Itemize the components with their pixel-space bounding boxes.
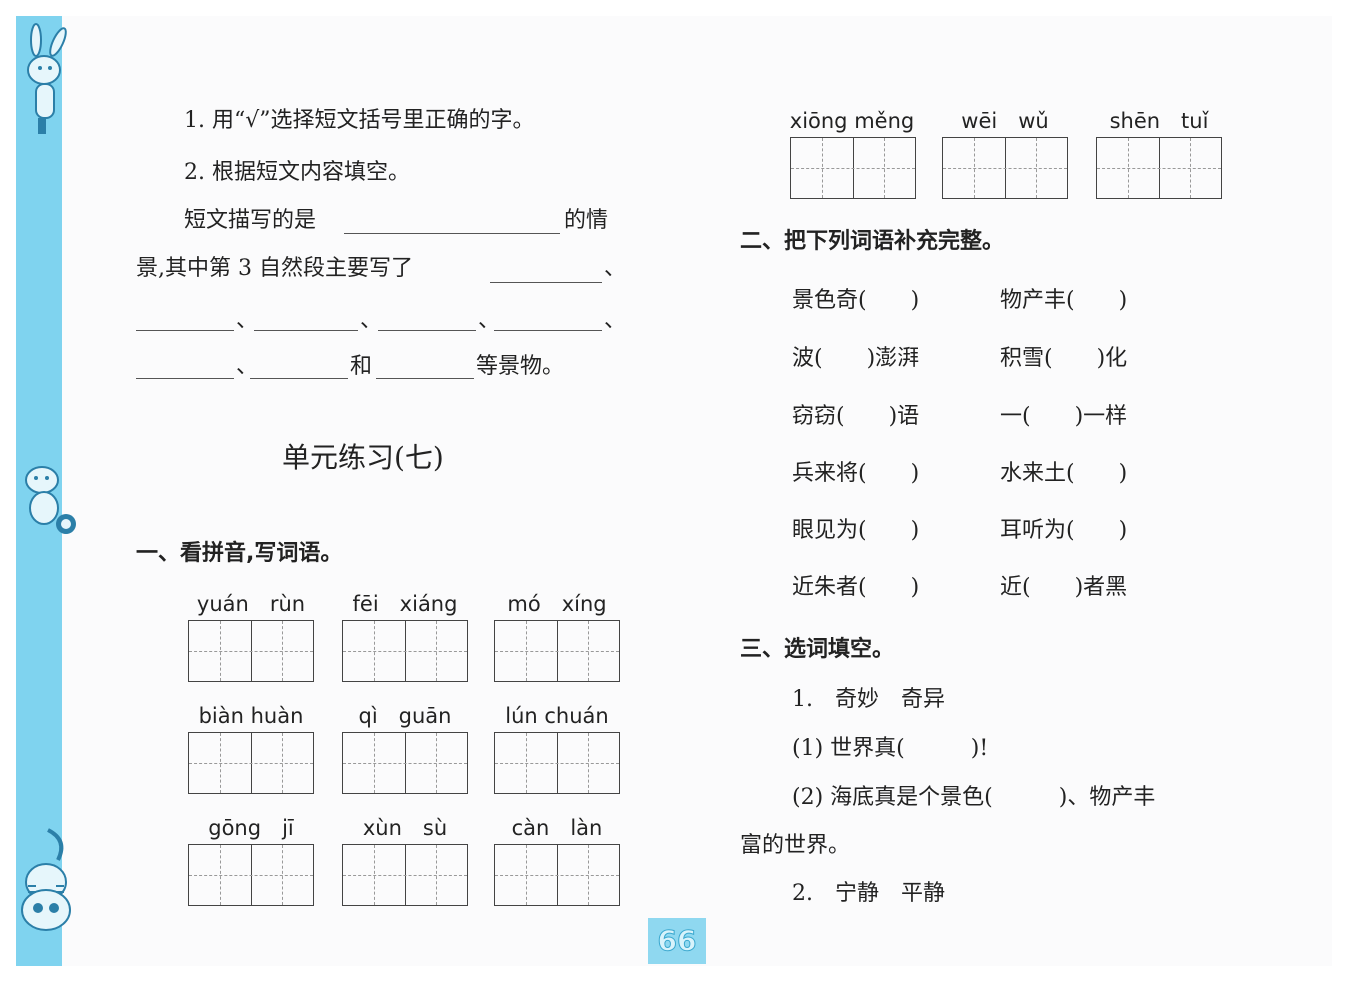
pinyin-label: biàn huàn [198, 704, 304, 728]
answer-blank[interactable] [376, 378, 474, 379]
writing-grid[interactable] [494, 732, 620, 794]
pinyin-label: gōng jī [208, 816, 294, 840]
idiom-item: 近( )者黑 [1000, 575, 1128, 600]
answer-blank[interactable] [250, 378, 348, 379]
page-number: 66 [648, 918, 706, 964]
word-choice-2: 2. 宁静 平静 [792, 881, 945, 906]
writing-grid[interactable] [942, 137, 1068, 199]
fill-text-1a: 短文描写的是 [184, 208, 317, 233]
squirrel-mascot-icon [25, 466, 76, 534]
writing-grid[interactable] [188, 732, 314, 794]
fill-text-1b: 的情 [564, 208, 609, 233]
pinyin-label: fēi xiáng [352, 592, 458, 616]
idiom-item: 景色奇( ) [792, 288, 920, 313]
pinyin-label: shēn tuǐ [1109, 109, 1209, 133]
answer-blank[interactable] [490, 282, 602, 283]
separator: 、 [360, 308, 383, 333]
fill-end: 等景物。 [476, 354, 565, 379]
writing-grid[interactable] [790, 137, 916, 199]
idiom-item: 物产丰( ) [1000, 288, 1128, 313]
idiom-item: 兵来将( ) [792, 461, 920, 486]
writing-grid[interactable] [342, 732, 468, 794]
instruction-2: 2. 根据短文内容填空。 [184, 160, 410, 185]
idiom-item: 一( )一样 [1000, 404, 1128, 429]
writing-grid[interactable] [1096, 137, 1222, 199]
tiger-mascot-icon [21, 828, 71, 931]
separator: 、 [478, 308, 501, 333]
idiom-item: 积雪( )化 [1000, 346, 1128, 371]
sentence-1b: (2) 海底真是个景色( )、物产丰 [792, 785, 1156, 810]
writing-grid[interactable] [188, 844, 314, 906]
pinyin-label: mó xíng [507, 592, 607, 616]
section-1-heading: 一、看拼音,写词语。 [136, 541, 343, 566]
separator: 、 [604, 256, 627, 281]
pinyin-label: xiōng měng [789, 109, 915, 133]
writing-grid[interactable] [494, 620, 620, 682]
pinyin-label: xùn sù [362, 816, 448, 840]
section-2-heading: 二、把下列词语补充完整。 [740, 229, 1005, 254]
idiom-item: 窃窃( )语 [792, 404, 920, 429]
pinyin-label: lún chuán [505, 704, 609, 728]
instruction-1: 1. 用“√”选择短文括号里正确的字。 [184, 108, 535, 133]
idiom-item: 耳听为( ) [1000, 518, 1128, 543]
sentence-1b-cont: 富的世界。 [740, 833, 851, 858]
pinyin-label: wēi wǔ [961, 109, 1049, 133]
idiom-item: 近朱者( ) [792, 575, 920, 600]
workbook-page [16, 16, 1332, 966]
separator: 、 [604, 308, 627, 333]
idiom-item: 波( )澎湃 [792, 346, 920, 371]
idiom-item: 眼见为( ) [792, 518, 920, 543]
section-3-heading: 三、选词填空。 [740, 637, 895, 662]
rabbit-mascot-icon [27, 23, 67, 134]
answer-blank[interactable] [378, 330, 476, 331]
separator: 、 [236, 308, 259, 333]
sentence-1a: (1) 世界真( )! [792, 736, 989, 761]
pinyin-label: càn làn [511, 816, 603, 840]
and-word: 和 [350, 354, 373, 379]
writing-grid[interactable] [494, 844, 620, 906]
answer-blank[interactable] [494, 330, 602, 331]
fill-text-2: 景,其中第 3 自然段主要写了 [136, 256, 413, 281]
pinyin-label: yuán rùn [196, 592, 306, 616]
word-choice-1: 1. 奇妙 奇异 [792, 687, 945, 712]
writing-grid[interactable] [188, 620, 314, 682]
answer-blank[interactable] [254, 330, 358, 331]
answer-blank[interactable] [344, 233, 560, 234]
unit-title: 单元练习(七) [282, 441, 444, 474]
answer-blank[interactable] [136, 330, 234, 331]
writing-grid[interactable] [342, 844, 468, 906]
answer-blank[interactable] [136, 378, 234, 379]
pinyin-label: qì guān [358, 704, 452, 728]
separator: 、 [236, 354, 259, 379]
writing-grid[interactable] [342, 620, 468, 682]
idiom-item: 水来土( ) [1000, 461, 1128, 486]
